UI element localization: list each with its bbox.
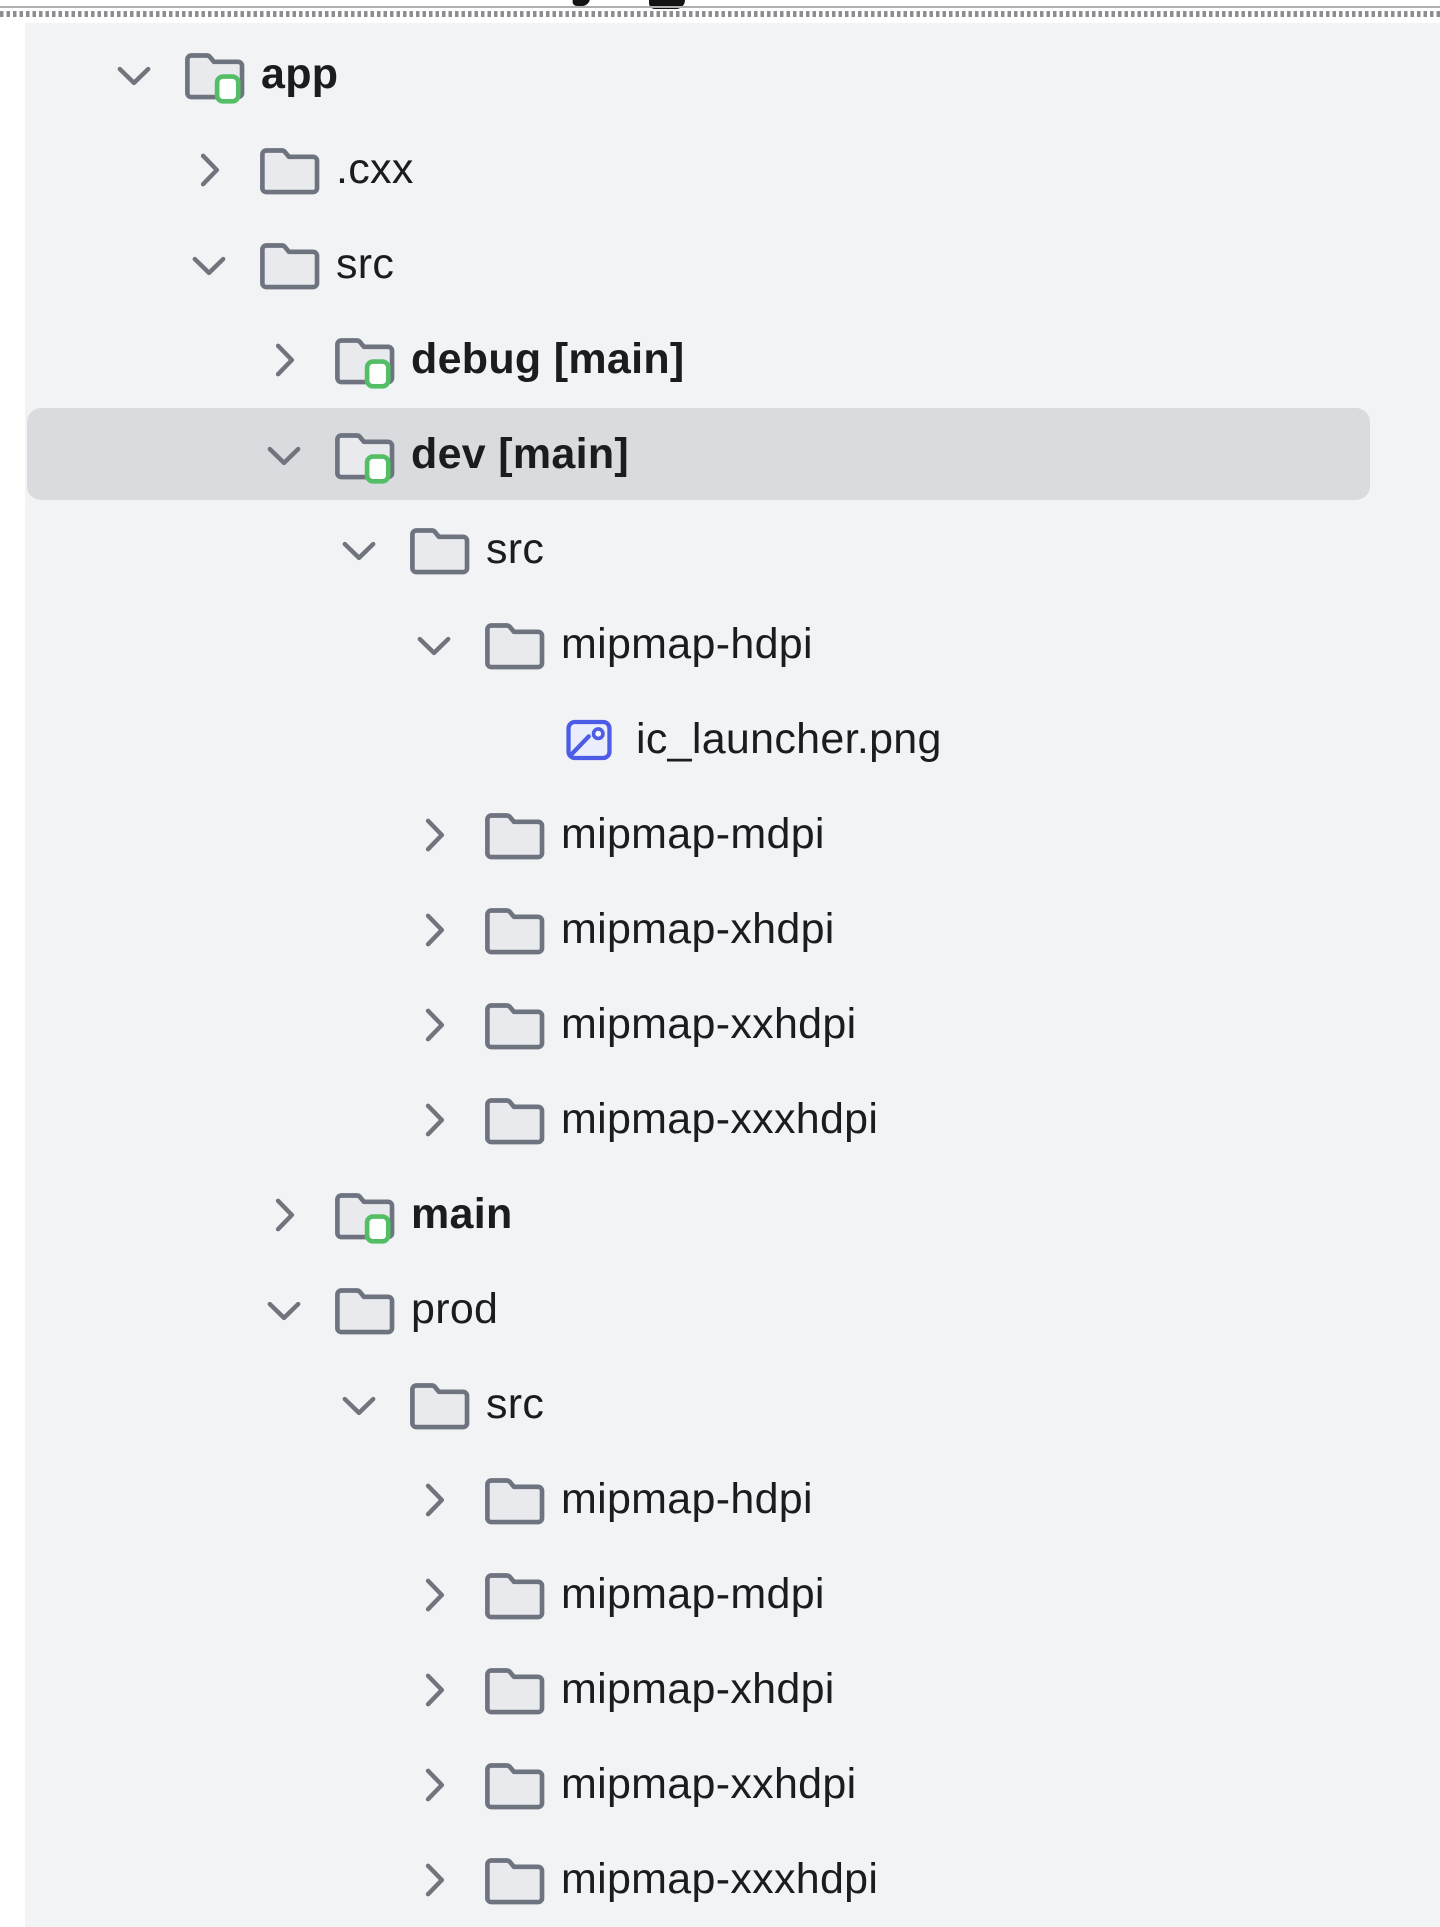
tree-row-cxx[interactable]: .cxx <box>25 122 1440 217</box>
tree-row-label: app <box>261 50 339 98</box>
chevron-down-icon[interactable] <box>411 597 457 692</box>
chevron-down-icon[interactable] <box>336 502 382 597</box>
tree-row-prod[interactable]: prod <box>25 1262 1440 1357</box>
tree-row-label: mipmap-xxxhdpi <box>561 1855 879 1903</box>
tree-row-label: dev [main] <box>411 430 630 478</box>
tree-row-label: mipmap-xxhdpi <box>561 1000 857 1048</box>
module-folder-icon <box>333 312 395 407</box>
tree-row-mipmap-xxxhdpi[interactable]: mipmap-xxxhdpi <box>25 1072 1440 1167</box>
tree-row-ic-launcher-png[interactable]: ic_launcher.png <box>25 692 1440 787</box>
tree-row-mipmap-hdpi[interactable]: mipmap-hdpi <box>25 1452 1440 1547</box>
tree-row-label: src <box>486 1380 545 1428</box>
chevron-right-icon[interactable] <box>411 1072 457 1167</box>
folder-icon <box>483 1452 545 1547</box>
tree-row-label: mipmap-hdpi <box>561 620 813 668</box>
dashed-crop-edge <box>0 11 1440 17</box>
tree-row-mipmap-mdpi[interactable]: mipmap-mdpi <box>25 787 1440 882</box>
chevron-right-icon[interactable] <box>411 1547 457 1642</box>
project-file-tree: app .cxx src debug [main] dev [main] src… <box>25 27 1440 1927</box>
chevron-down-icon[interactable] <box>111 27 157 122</box>
tree-row-main[interactable]: main <box>25 1167 1440 1262</box>
tree-row-mipmap-hdpi[interactable]: mipmap-hdpi <box>25 597 1440 692</box>
tree-row-mipmap-xxxhdpi[interactable]: mipmap-xxxhdpi <box>25 1832 1440 1927</box>
tree-row-dev-main[interactable]: dev [main] <box>25 407 1440 502</box>
tree-row-label: mipmap-hdpi <box>561 1475 813 1523</box>
tree-row-label: main <box>411 1190 513 1238</box>
tree-row-label: mipmap-mdpi <box>561 1570 825 1618</box>
module-folder-icon <box>183 27 245 122</box>
chevron-right-icon[interactable] <box>261 312 307 407</box>
tree-row-label: ic_launcher.png <box>636 715 942 763</box>
folder-icon <box>258 122 320 217</box>
chevron-right-icon[interactable] <box>261 1167 307 1262</box>
folder-icon <box>483 1832 545 1927</box>
chevron-down-icon[interactable] <box>336 1357 382 1452</box>
chevron-right-icon[interactable] <box>186 122 232 217</box>
chevron-right-icon[interactable] <box>411 1832 457 1927</box>
folder-icon <box>483 787 545 882</box>
chevron-right-icon[interactable] <box>411 787 457 882</box>
chevron-right-icon[interactable] <box>411 1642 457 1737</box>
tree-row-mipmap-xxhdpi[interactable]: mipmap-xxhdpi <box>25 977 1440 1072</box>
project-tree-panel: app .cxx src debug [main] dev [main] src… <box>25 23 1440 1927</box>
chevron-right-icon[interactable] <box>411 882 457 977</box>
folder-icon <box>483 1547 545 1642</box>
chevron-right-icon[interactable] <box>411 1452 457 1547</box>
chevron-right-icon[interactable] <box>411 1737 457 1832</box>
image-file-icon <box>558 692 620 787</box>
chevron-down-icon[interactable] <box>261 407 307 502</box>
chevron-right-icon[interactable] <box>411 977 457 1072</box>
folder-icon <box>258 217 320 312</box>
cropped-glyph-fragment <box>649 0 685 9</box>
tree-row-label: .cxx <box>336 145 414 193</box>
folder-icon <box>483 1072 545 1167</box>
chevron-down-icon[interactable] <box>261 1262 307 1357</box>
tree-row-debug-main[interactable]: debug [main] <box>25 312 1440 407</box>
folder-icon <box>483 882 545 977</box>
tree-row-src[interactable]: src <box>25 217 1440 312</box>
tree-row-mipmap-xxhdpi[interactable]: mipmap-xxhdpi <box>25 1737 1440 1832</box>
tree-row-mipmap-mdpi[interactable]: mipmap-mdpi <box>25 1547 1440 1642</box>
tree-row-label: debug [main] <box>411 335 685 383</box>
tree-row-label: mipmap-mdpi <box>561 810 825 858</box>
chevron-spacer <box>486 692 532 787</box>
folder-icon <box>333 1262 395 1357</box>
tree-row-label: mipmap-xxhdpi <box>561 1760 857 1808</box>
module-folder-icon <box>333 407 395 502</box>
tree-row-mipmap-xhdpi[interactable]: mipmap-xhdpi <box>25 1642 1440 1737</box>
folder-icon <box>483 977 545 1072</box>
tree-row-label: mipmap-xhdpi <box>561 905 835 953</box>
tree-row-label: mipmap-xxxhdpi <box>561 1095 879 1143</box>
folder-icon <box>483 1642 545 1737</box>
tree-row-label: prod <box>411 1285 499 1333</box>
tree-row-app[interactable]: app <box>25 27 1440 122</box>
module-folder-icon <box>333 1167 395 1262</box>
folder-icon <box>483 1737 545 1832</box>
tree-row-mipmap-xhdpi[interactable]: mipmap-xhdpi <box>25 882 1440 977</box>
folder-icon <box>408 1357 470 1452</box>
folder-icon <box>483 597 545 692</box>
folder-icon <box>408 502 470 597</box>
top-border-line <box>0 6 1440 8</box>
tree-row-label: src <box>486 525 545 573</box>
tree-row-label: src <box>336 240 395 288</box>
chevron-down-icon[interactable] <box>186 217 232 312</box>
tree-row-src[interactable]: src <box>25 1357 1440 1452</box>
tree-row-label: mipmap-xhdpi <box>561 1665 835 1713</box>
tree-row-src[interactable]: src <box>25 502 1440 597</box>
